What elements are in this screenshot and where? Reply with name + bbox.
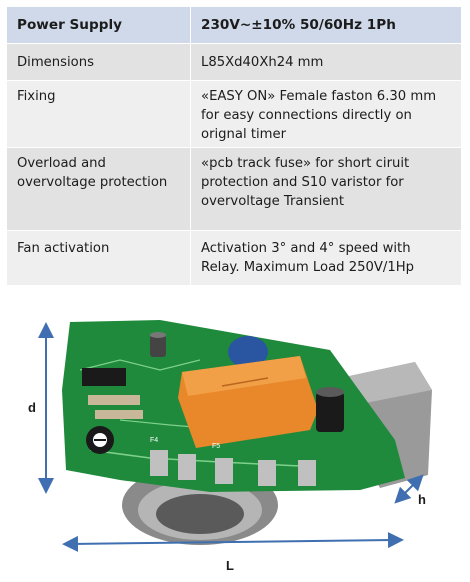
- spec-header-row: Power Supply 230V~±10% 50/60Hz 1Ph: [6, 6, 462, 44]
- spec-table: Power Supply 230V~±10% 50/60Hz 1Ph Dimen…: [6, 6, 462, 286]
- label-f5: F5: [212, 443, 220, 450]
- dimension-arrows: [38, 322, 424, 552]
- length-arrow: [62, 532, 404, 552]
- height-arrow: [394, 474, 424, 504]
- relay: [178, 356, 318, 448]
- component-labels: F4 F5: [150, 437, 220, 450]
- product-photo: F4 F5 d h L: [28, 320, 432, 573]
- large-capacitor: [316, 387, 344, 432]
- spec-row-fixing: Fixing «EASY ON» Female faston 6.30 mm f…: [6, 80, 462, 148]
- small-capacitor: [150, 332, 166, 357]
- dimension-label-l: L: [226, 558, 234, 573]
- dimension-label-h: h: [418, 492, 426, 507]
- spec-value: «pcb track fuse» for short ciruit protec…: [190, 147, 462, 231]
- ic-chip: [82, 368, 126, 386]
- spec-value: «EASY ON» Female faston 6.30 mm for easy…: [190, 80, 462, 148]
- spec-label: Dimensions: [6, 43, 191, 81]
- spec-row-protection: Overload and overvoltage protection «pcb…: [6, 147, 462, 231]
- resistor-bank: [88, 395, 143, 419]
- faston-connectors: [150, 450, 316, 486]
- trimmer-potentiometer: [86, 426, 114, 454]
- spec-row-dimensions: Dimensions L85Xd40Xh24 mm: [6, 43, 462, 81]
- spec-row-fan: Fan activation Activation 3° and 4° spee…: [6, 230, 462, 286]
- label-f4: F4: [150, 437, 158, 444]
- spec-label: Fixing: [6, 80, 191, 148]
- dimension-label-d: d: [28, 400, 36, 415]
- spec-header-value: 230V~±10% 50/60Hz 1Ph: [190, 6, 462, 44]
- varistor: [228, 336, 268, 368]
- spec-value: L85Xd40Xh24 mm: [190, 43, 462, 81]
- spec-value: Activation 3° and 4° speed with Relay. M…: [190, 230, 462, 286]
- spec-label: Overload and overvoltage protection: [6, 147, 191, 231]
- spec-label: Fan activation: [6, 230, 191, 286]
- spec-header-label: Power Supply: [6, 6, 191, 44]
